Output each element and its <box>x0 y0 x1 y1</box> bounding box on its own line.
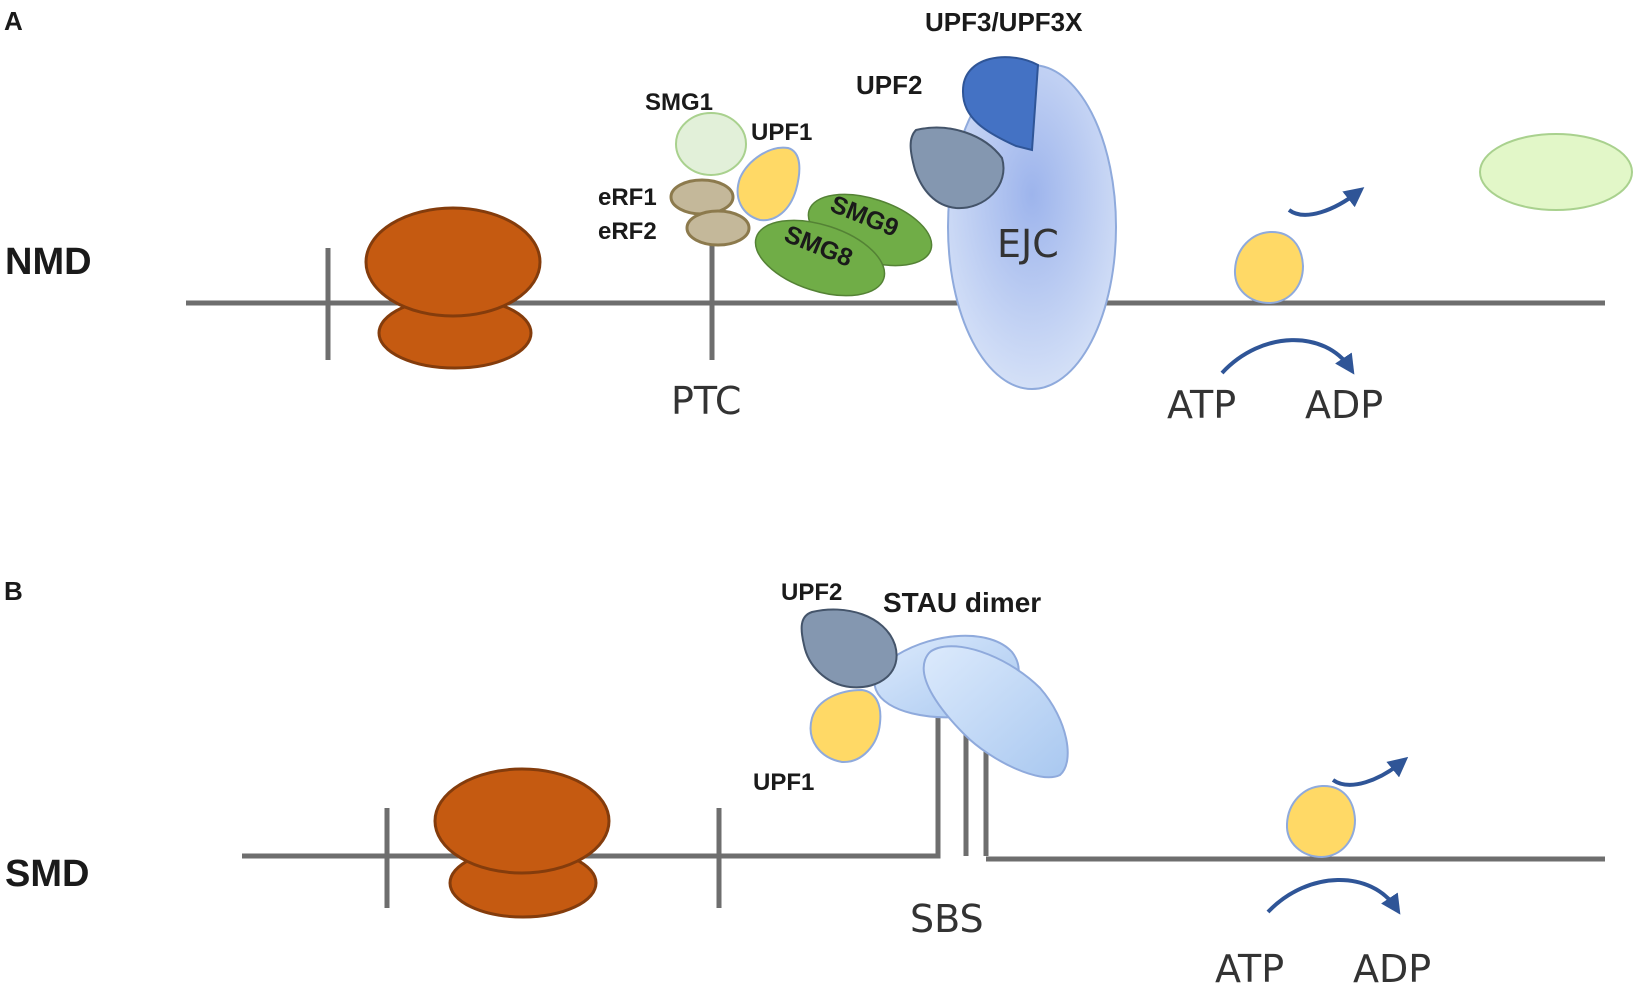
upf1-protein-translocating-b <box>1285 784 1357 859</box>
nmd-label: NMD <box>5 241 92 283</box>
upf1-protein-bound <box>736 146 801 222</box>
upf3-label: UPF3/UPF3X <box>925 7 1083 37</box>
released-smg1 <box>1479 133 1633 211</box>
upf1-label-b: UPF1 <box>753 769 814 796</box>
upf2-label-a: UPF2 <box>856 70 922 100</box>
smg8-protein <box>754 219 886 297</box>
smg1-protein <box>675 112 747 176</box>
panel-b-letter: B <box>4 576 23 606</box>
sbs-label: SBS <box>910 897 984 941</box>
adp-label-a: ADP <box>1305 383 1383 427</box>
atp-label-a: ATP <box>1167 383 1236 427</box>
upf2-protein-a <box>909 126 1005 210</box>
ptc-label: PTC <box>671 379 741 423</box>
ribosome-a <box>364 206 542 370</box>
release-arrow-b <box>1331 756 1409 787</box>
panel-a: A NMD EJC UPF3/UPF3X UPF2 SMG1 SMG9 SMG8 <box>4 6 1633 427</box>
stau-label: STAU dimer <box>883 587 1041 618</box>
upf1-label-a: UPF1 <box>751 119 812 146</box>
upf1-protein-translocating-a <box>1233 230 1305 305</box>
release-arrow-a <box>1287 187 1365 217</box>
erf1-label: eRF1 <box>598 184 657 211</box>
atp-label-b: ATP <box>1215 947 1284 990</box>
adp-label-b: ADP <box>1353 947 1431 990</box>
ejc-label: EJC <box>997 222 1059 266</box>
upf3-protein <box>961 56 1040 152</box>
erf1-protein <box>669 178 735 216</box>
upf2-protein-b <box>800 608 898 689</box>
atp-hydrolysis-arrow-b <box>1266 878 1401 915</box>
panel-a-letter: A <box>4 6 23 36</box>
upf1-protein-bound-b <box>809 688 882 764</box>
upf2-label-b: UPF2 <box>781 579 842 606</box>
stau-protein-2 <box>922 645 1069 779</box>
smd-label: SMD <box>5 853 89 895</box>
erf2-protein <box>685 209 751 247</box>
panel-b: B SMD STAU dimer UPF2 UPF1 SBS ATP ADP <box>4 576 1605 990</box>
smg1-label: SMG1 <box>645 89 713 116</box>
atp-hydrolysis-arrow-a <box>1220 338 1355 375</box>
erf2-label: eRF2 <box>598 218 657 245</box>
ribosome-b <box>433 767 611 919</box>
